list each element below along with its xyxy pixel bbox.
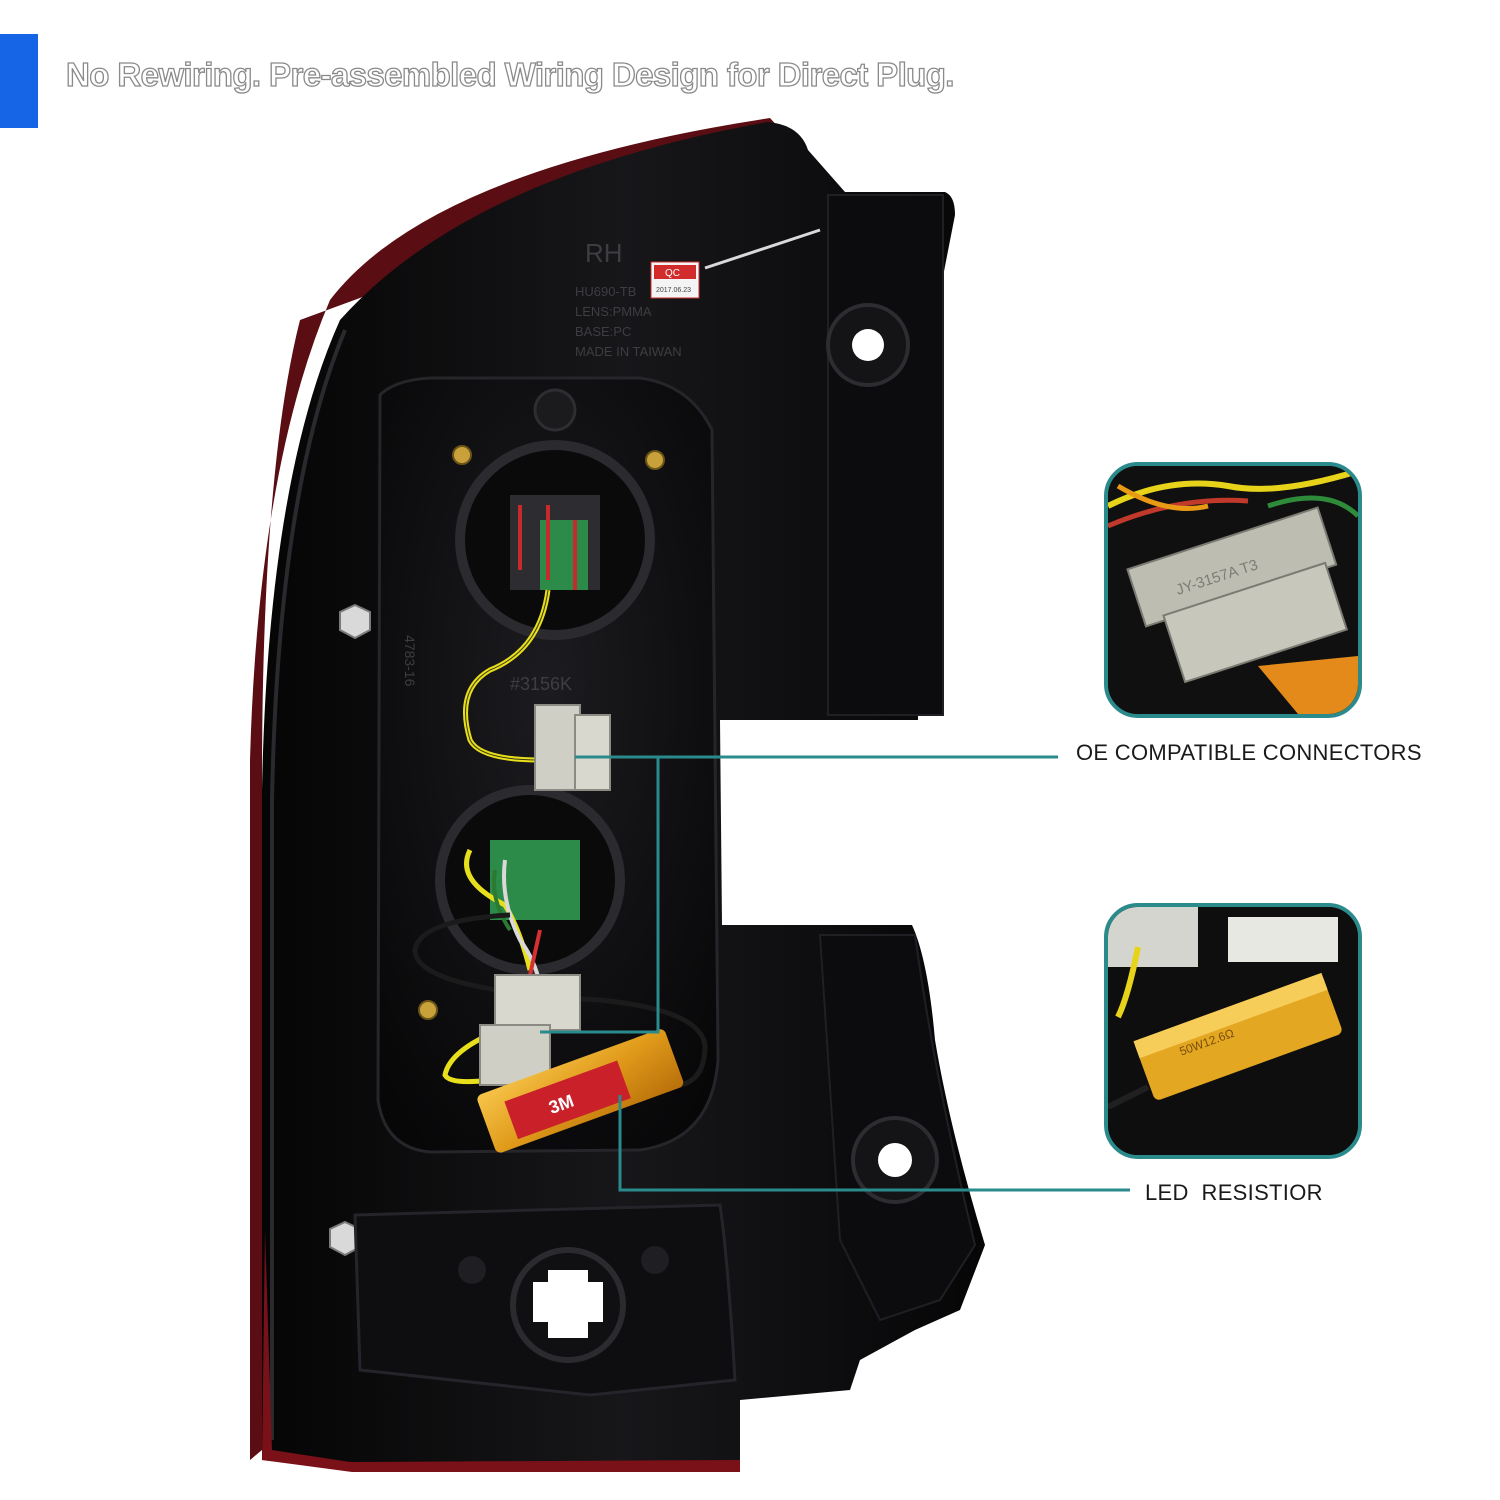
led-resistor: 3M	[477, 1029, 684, 1153]
qc-sticker-date: 2017.06.23	[656, 287, 691, 294]
headline: No Rewiring. Pre-assembled Wiring Design…	[65, 55, 955, 93]
screw	[645, 450, 665, 470]
marking-base: BASE:PC	[575, 324, 631, 339]
marking-part-code: 4783-16	[402, 635, 418, 687]
accent-bar	[0, 34, 38, 128]
hex-nut	[339, 603, 371, 640]
screw	[418, 1000, 438, 1020]
inset-resistor: 50W12.6Ω	[1104, 903, 1362, 1159]
callout-label-resistor: LED RESISTIOR	[1145, 1180, 1323, 1205]
qc-sticker-label: QC	[665, 268, 680, 279]
marking-origin: MADE IN TAIWAN	[575, 344, 682, 359]
callout-line-resistor	[618, 1095, 1130, 1192]
upper-mount-tab	[827, 194, 944, 716]
connector-closeup: JY-3157A T3	[1108, 466, 1358, 714]
upper-connector	[534, 704, 611, 791]
resistor-closeup: 50W12.6Ω	[1108, 907, 1358, 1155]
upper-mount-hole	[852, 329, 884, 361]
lower-mount-hole	[878, 1143, 912, 1177]
marking-model: HU690-TB	[575, 284, 636, 299]
screw	[452, 445, 472, 465]
marking-bulb-code: #3156K	[510, 674, 572, 694]
inset-connectors: JY-3157A T3	[1104, 462, 1362, 718]
callout-line-connectors	[540, 755, 1058, 1034]
bulb-cap-cross	[533, 1270, 603, 1338]
marking-side: RH	[585, 238, 623, 268]
marking-lens: LENS:PMMA	[575, 304, 652, 319]
callout-label-connectors: OE COMPATIBLE CONNECTORS	[1076, 740, 1422, 765]
